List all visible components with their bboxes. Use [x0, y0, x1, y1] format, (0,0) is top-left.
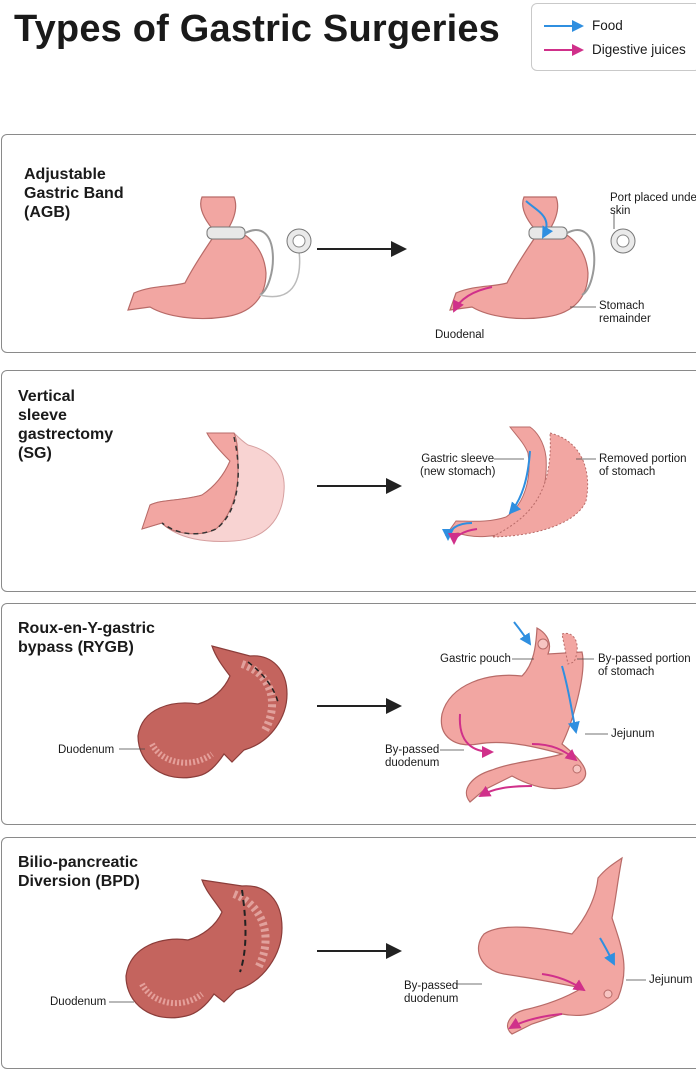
label-removed-portion: Removed portion of stomach — [599, 453, 687, 478]
rygb-illustration — [2, 604, 696, 824]
panel-bpd: Bilio-pancreatic Diversion (BPD) Duodenu… — [1, 837, 696, 1069]
label-bypassed-duodenum: By-passed duodenum — [385, 744, 439, 769]
panel-rygb: Roux-en-Y-gastric bypass (RYGB) Duodenum… — [1, 603, 696, 825]
legend-food-label: Food — [592, 18, 623, 33]
sg-illustration — [2, 371, 696, 591]
label-stomach-remainder: Stomach remainder — [599, 300, 651, 325]
label-bypassed-portion: By-passed portion of stomach — [598, 653, 691, 678]
page-title: Types of Gastric Surgeries — [14, 8, 500, 51]
label-gastric-pouch: Gastric pouch — [440, 653, 511, 666]
label-bypassed-duodenum: By-passed duodenum — [404, 980, 458, 1005]
panel-sg: Vertical sleeve gastrectomy (SG) Gastric… — [1, 370, 696, 592]
real-stomach-icon — [138, 646, 287, 778]
digestive-juice-arrow-icon — [542, 44, 588, 56]
legend: Food Digestive juices — [531, 3, 696, 71]
label-port: Port placed under skin — [610, 192, 696, 217]
bpd-anatomy-icon — [478, 858, 624, 1034]
food-flow-arrow — [514, 622, 530, 644]
label-duodenal: Duodenal — [435, 329, 484, 342]
label-gastric-sleeve: Gastric sleeve (new stomach) — [420, 453, 495, 478]
label-duodenum: Duodenum — [50, 996, 106, 1009]
label-duodenum: Duodenum — [58, 744, 114, 757]
bpd-illustration — [2, 838, 696, 1068]
label-jejunum: Jejunum — [611, 728, 654, 741]
label-jejunum: Jejunum — [649, 974, 692, 987]
agb-illustration — [2, 135, 696, 352]
stomach-before-icon — [128, 197, 266, 319]
food-arrow-icon — [542, 20, 588, 32]
real-stomach-icon — [126, 880, 282, 1018]
panel-agb: Adjustable Gastric Band (AGB) Port place — [1, 134, 696, 353]
port-icon — [287, 229, 311, 253]
stomach-sleeve-plan-icon — [142, 433, 284, 541]
legend-digestive-juices-label: Digestive juices — [592, 42, 686, 57]
